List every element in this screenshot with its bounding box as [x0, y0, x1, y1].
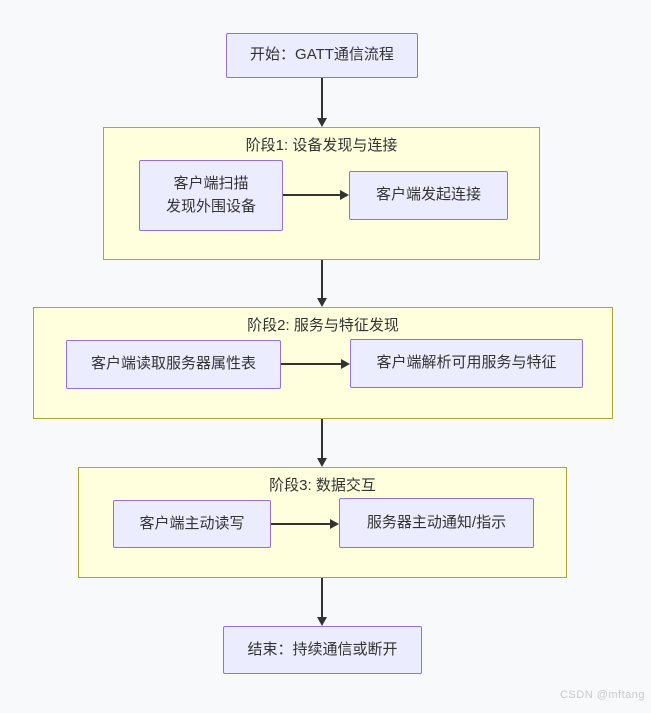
arrow-down-head-icon [317, 298, 327, 307]
arrow-scan-to-connect [283, 190, 349, 200]
arrow-start-to-stage1 [317, 78, 327, 127]
node-client-read-write: 客户端主动读写 [113, 500, 271, 548]
arrow-read-to-parse [281, 359, 350, 369]
arrow-right-head-icon [330, 519, 339, 529]
node-start: 开始：GATT通信流程 [226, 33, 418, 78]
arrow-shaft [321, 419, 323, 458]
node-client-scan: 客户端扫描 发现外围设备 [139, 160, 283, 231]
node-parse-services: 客户端解析可用服务与特征 [350, 339, 583, 388]
stage3-title: 阶段3: 数据交互 [269, 477, 376, 494]
arrow-shaft [321, 260, 323, 298]
arrow-shaft [281, 363, 341, 365]
csdn-watermark: CSDN @mftang [559, 689, 645, 701]
node-end: 结束：持续通信或断开 [223, 626, 422, 674]
node-client-connect: 客户端发起连接 [349, 171, 508, 220]
arrow-down-head-icon [317, 458, 327, 467]
arrow-stage2-to-stage3 [317, 419, 327, 467]
arrow-right-head-icon [341, 359, 350, 369]
node-server-notify-indicate: 服务器主动通知/指示 [339, 498, 534, 548]
stage1-title: 阶段1: 设备发现与连接 [245, 137, 398, 154]
arrow-readwrite-to-notify [271, 519, 339, 529]
arrow-shaft [283, 194, 340, 196]
arrow-down-head-icon [317, 118, 327, 127]
node-read-attribute-table: 客户端读取服务器属性表 [66, 340, 281, 389]
arrow-shaft [271, 523, 330, 525]
arrow-shaft [321, 578, 323, 617]
arrow-stage3-to-end [317, 578, 327, 626]
stage2-container: 阶段2: 服务与特征发现 客户端读取服务器属性表 客户端解析可用服务与特征 [33, 307, 613, 419]
arrow-right-head-icon [340, 190, 349, 200]
arrow-stage1-to-stage2 [317, 260, 327, 307]
stage1-container: 阶段1: 设备发现与连接 客户端扫描 发现外围设备 客户端发起连接 [103, 127, 540, 260]
stage2-title: 阶段2: 服务与特征发现 [247, 317, 399, 334]
stage3-container: 阶段3: 数据交互 客户端主动读写 服务器主动通知/指示 [78, 467, 567, 578]
arrow-shaft [321, 78, 323, 118]
arrow-down-head-icon [317, 617, 327, 626]
